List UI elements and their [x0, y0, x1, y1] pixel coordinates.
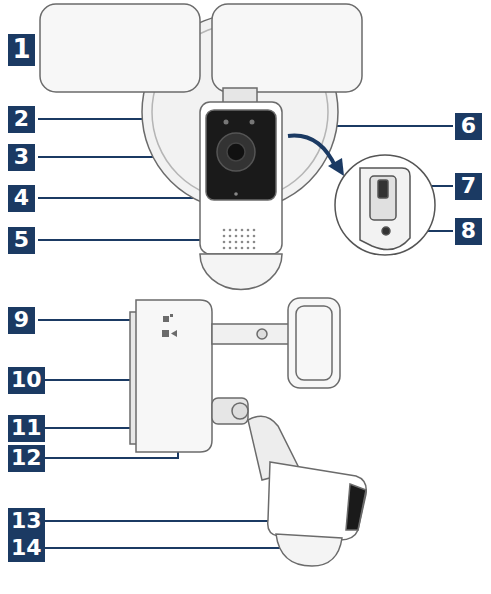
curved-arrow [288, 136, 336, 168]
camera-joint [212, 398, 248, 424]
microphone [234, 192, 238, 196]
callout-number: 10 [8, 367, 45, 394]
icon [171, 330, 177, 337]
callout-number: 2 [8, 106, 35, 133]
icon [162, 330, 169, 337]
inset-view [335, 155, 435, 255]
light-panel [40, 4, 200, 92]
callout-number: 11 [8, 415, 45, 442]
side-view [130, 298, 366, 566]
light-arm [212, 324, 296, 344]
port-housing [360, 168, 410, 250]
callout-number: 3 [8, 144, 35, 171]
leader-line [38, 319, 136, 321]
inset-circle [335, 155, 435, 255]
callout-number: 1 [8, 34, 35, 66]
light-sensor [224, 120, 229, 125]
camera-face [206, 110, 276, 200]
leader-line [38, 520, 288, 522]
pir-dome-side [276, 534, 342, 566]
callout-number: 4 [8, 185, 35, 212]
wall-mount [136, 300, 212, 452]
camera-housing [268, 462, 367, 540]
icon [163, 316, 169, 322]
leader-line [38, 547, 290, 549]
light-head-edge [296, 306, 332, 380]
mount-icons [162, 314, 177, 337]
light-panel [212, 4, 362, 92]
camera-face-side [346, 484, 366, 530]
callout-number: 9 [8, 307, 35, 334]
icon [170, 314, 173, 317]
speaker-grille [223, 229, 256, 250]
status-led [250, 120, 255, 125]
joint-screw [232, 403, 248, 419]
pir-dome [200, 254, 282, 289]
port-cover [370, 176, 396, 220]
callout-number: 12 [8, 445, 45, 472]
callout-number: 8 [455, 218, 482, 245]
light-head-side [288, 298, 340, 388]
lens [217, 133, 255, 171]
callout-number: 6 [455, 113, 482, 140]
callout-number: 5 [8, 227, 35, 254]
callout-number: 7 [455, 173, 482, 200]
camera-body [200, 102, 282, 254]
reset-button [382, 227, 390, 235]
arm-screw [257, 329, 267, 339]
callout-number: 14 [8, 535, 45, 562]
arrow-head [328, 158, 344, 176]
sd-slot [378, 180, 388, 198]
callout-number: 13 [8, 508, 45, 535]
front-view [40, 4, 362, 289]
lens-center [227, 143, 245, 161]
